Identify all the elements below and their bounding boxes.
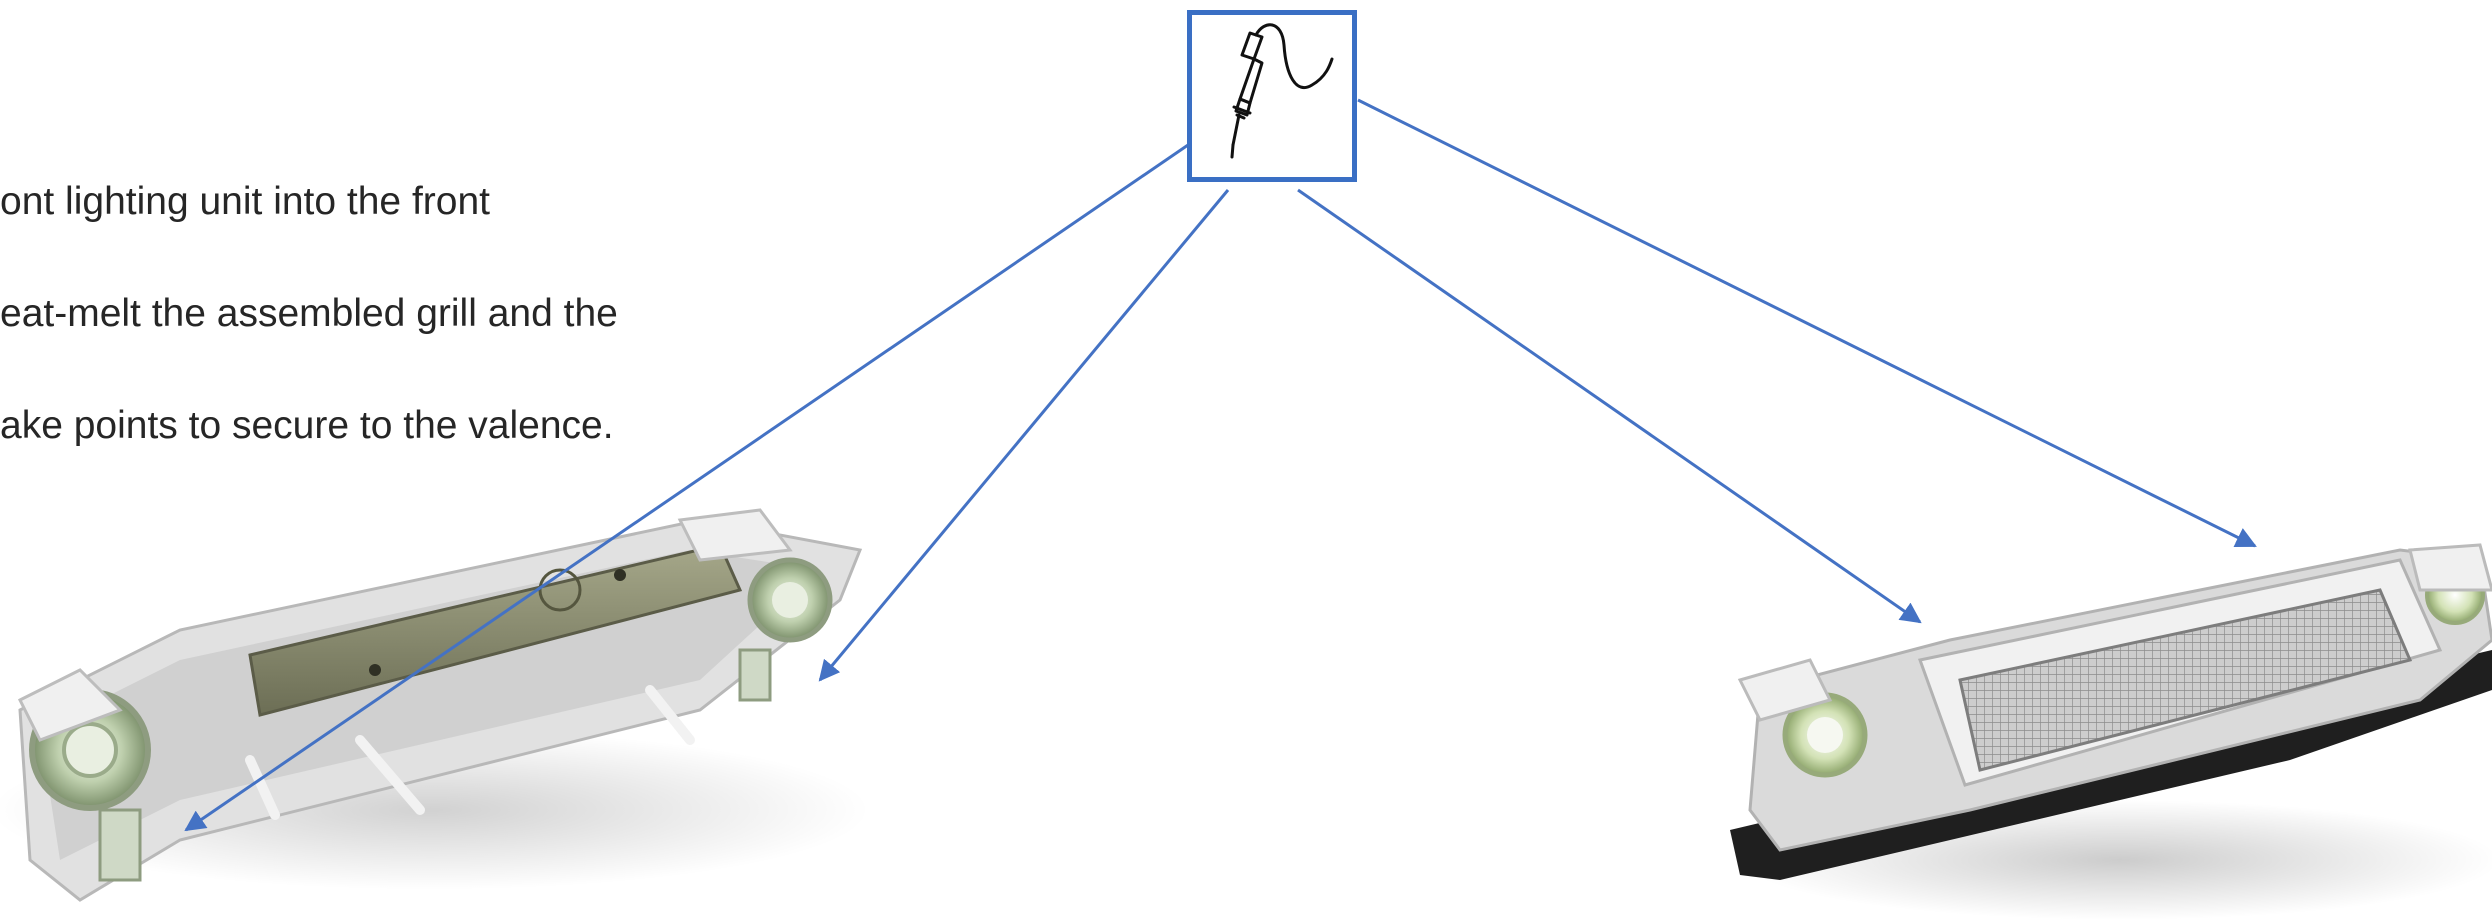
instruction-line-1: ont lighting unit into the front: [0, 180, 490, 223]
instruction-line-3: ake points to secure to the valence.: [0, 404, 614, 447]
arrow-to-grill-right: [1357, 98, 2257, 548]
instruction-line-2: eat-melt the assembled grill and the: [0, 292, 618, 335]
grill-valence-front-photo: [1730, 543, 2492, 920]
instruction-text: ont lighting unit into the front eat-mel…: [0, 118, 618, 510]
tool-frame: [1187, 10, 1357, 182]
lighting-unit-rear-photo: [0, 508, 870, 902]
soldering-iron-icon: [1230, 23, 1334, 159]
